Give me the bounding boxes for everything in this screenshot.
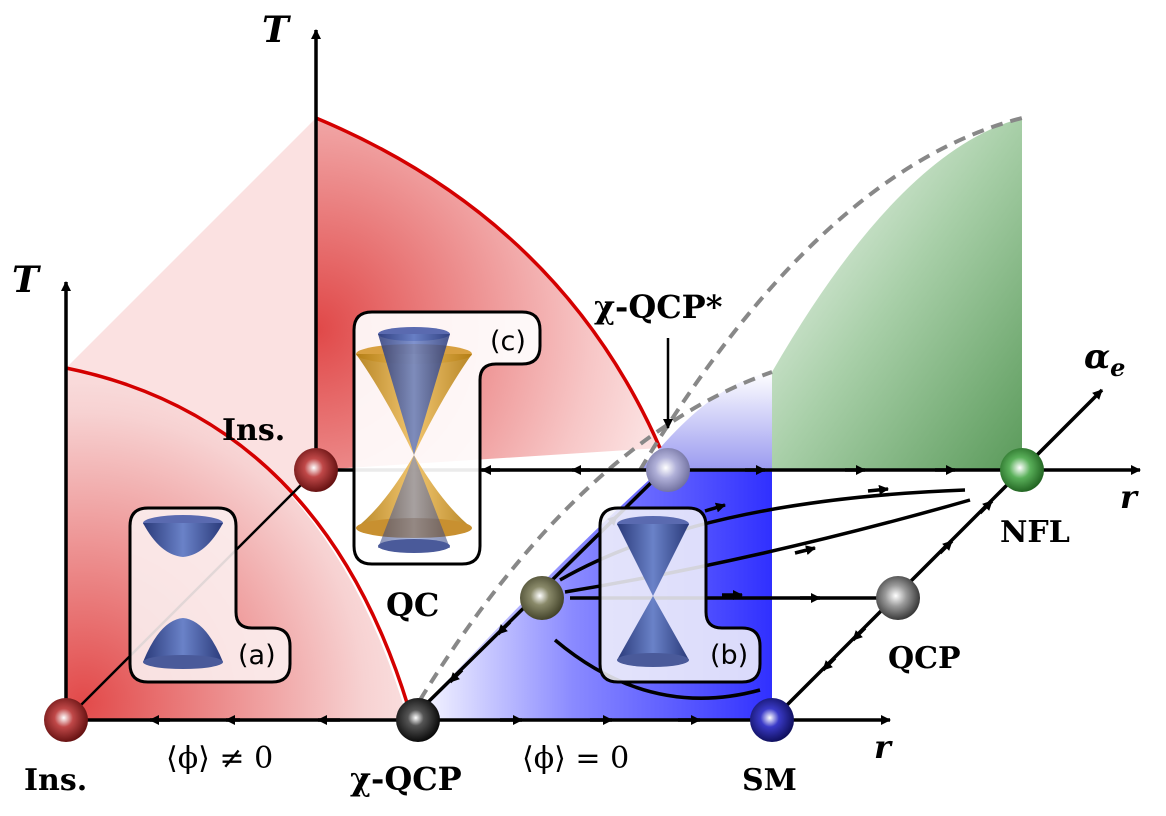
coupling-subscript: e xyxy=(1110,353,1125,382)
inset-a: (a) xyxy=(128,506,292,684)
coupling-axis-label: αe xyxy=(1084,337,1125,382)
r-axis-label-back: r xyxy=(1120,478,1139,516)
flow-arrow-sm-2 xyxy=(851,626,867,642)
r-axis-label-front: r xyxy=(874,728,893,766)
flow-curve-4 xyxy=(553,638,761,700)
inset-b: (b) xyxy=(598,506,762,684)
flow-arrow-curve-1 xyxy=(867,484,889,495)
coupling-symbol: α xyxy=(1084,337,1110,377)
flow-arrow-sm-4 xyxy=(978,499,994,515)
flow-arrow-critical-3 xyxy=(496,620,512,636)
qcp-point xyxy=(876,576,920,620)
crossover-line-outer xyxy=(638,116,1023,472)
insulator-back-label: Ins. xyxy=(222,413,285,448)
flow-arrow-critical-1 xyxy=(448,668,464,684)
chiral-qcp-star-point xyxy=(646,448,690,492)
semimetal-label: SM xyxy=(742,763,797,798)
disordered-region-label: ⟨ϕ⟩ = 0 xyxy=(522,741,629,776)
flow-arrow-curve-3 xyxy=(794,545,816,556)
phase-boundary-front xyxy=(65,366,410,707)
nfl-point xyxy=(1000,448,1044,492)
nfl-phase xyxy=(772,118,1022,470)
chiral-qcp-label: χ-QCP xyxy=(350,760,462,798)
t-axis-label-front: T xyxy=(12,259,41,301)
semimetal-point xyxy=(750,698,794,742)
nfl-label: NFL xyxy=(1000,515,1070,550)
flow-arrow-sm-1 xyxy=(821,656,837,672)
semimetal-phase-back xyxy=(640,372,772,470)
inset-c: (c) xyxy=(352,310,542,566)
inset-a-label: (a) xyxy=(238,640,276,671)
flow-arrow-sm-3 xyxy=(938,539,954,555)
t-axis-label-back: T xyxy=(262,9,291,51)
flow-arrow-curve-2 xyxy=(704,502,726,513)
inset-c-label: (c) xyxy=(490,326,526,357)
insulator-front-label: Ins. xyxy=(24,763,87,798)
qcp-label: QCP xyxy=(888,641,961,676)
crossover-line-inner xyxy=(418,370,773,702)
quantum-critical-label: QC xyxy=(386,586,439,624)
insulator-back-point xyxy=(294,448,338,492)
chiral-qcp-star-label: χ-QCP* xyxy=(594,288,723,326)
ordered-region-label: ⟨ϕ⟩ ≠ 0 xyxy=(166,741,273,776)
phase-boundary-back xyxy=(315,116,662,449)
insulator-front-point xyxy=(44,698,88,742)
chiral-qcp-point xyxy=(396,698,440,742)
multicritical-point xyxy=(520,576,564,620)
inset-b-label: (b) xyxy=(710,640,748,671)
